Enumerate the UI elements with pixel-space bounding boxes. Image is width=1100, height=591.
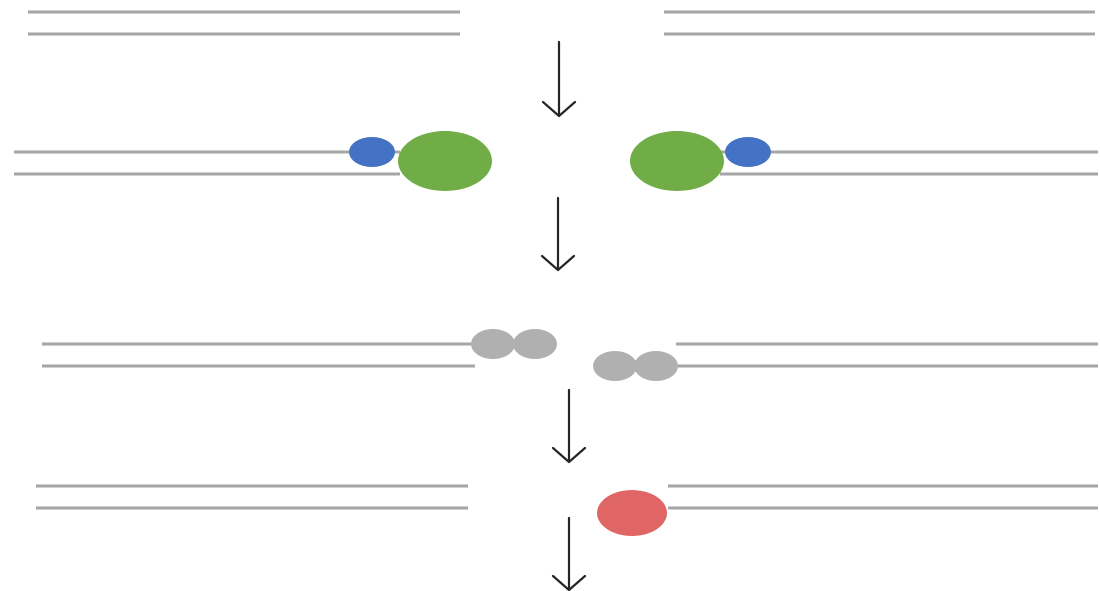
left-dna-duplex xyxy=(42,342,475,368)
grey-protein xyxy=(513,329,557,359)
grey-protein xyxy=(593,351,637,381)
stage-3-end-processing xyxy=(42,329,1098,381)
arrow-2 xyxy=(540,196,576,272)
arrow-head xyxy=(540,254,576,272)
arrow-head xyxy=(541,100,577,118)
arrow-1 xyxy=(541,40,577,118)
stage-4-ligation xyxy=(36,484,1098,536)
left-dna-duplex xyxy=(14,150,400,176)
right-dna-duplex xyxy=(676,342,1098,368)
red-protein xyxy=(597,490,667,536)
blue-protein xyxy=(725,137,771,167)
green-protein xyxy=(398,131,492,191)
stage-1-broken-ends xyxy=(28,10,1095,36)
arrow-head xyxy=(551,574,587,591)
arrow-4 xyxy=(551,516,587,591)
grey-protein xyxy=(471,329,515,359)
right-dna-duplex xyxy=(720,150,1098,176)
green-protein xyxy=(630,131,724,191)
arrow-head xyxy=(551,446,587,464)
right-dna-duplex xyxy=(664,10,1095,36)
stage-2-end-binding xyxy=(14,131,1098,191)
arrow-3 xyxy=(551,388,587,464)
left-dna-duplex xyxy=(36,484,468,510)
grey-protein xyxy=(634,351,678,381)
blue-protein xyxy=(349,137,395,167)
right-dna-duplex xyxy=(668,484,1098,510)
left-dna-duplex xyxy=(28,10,460,36)
